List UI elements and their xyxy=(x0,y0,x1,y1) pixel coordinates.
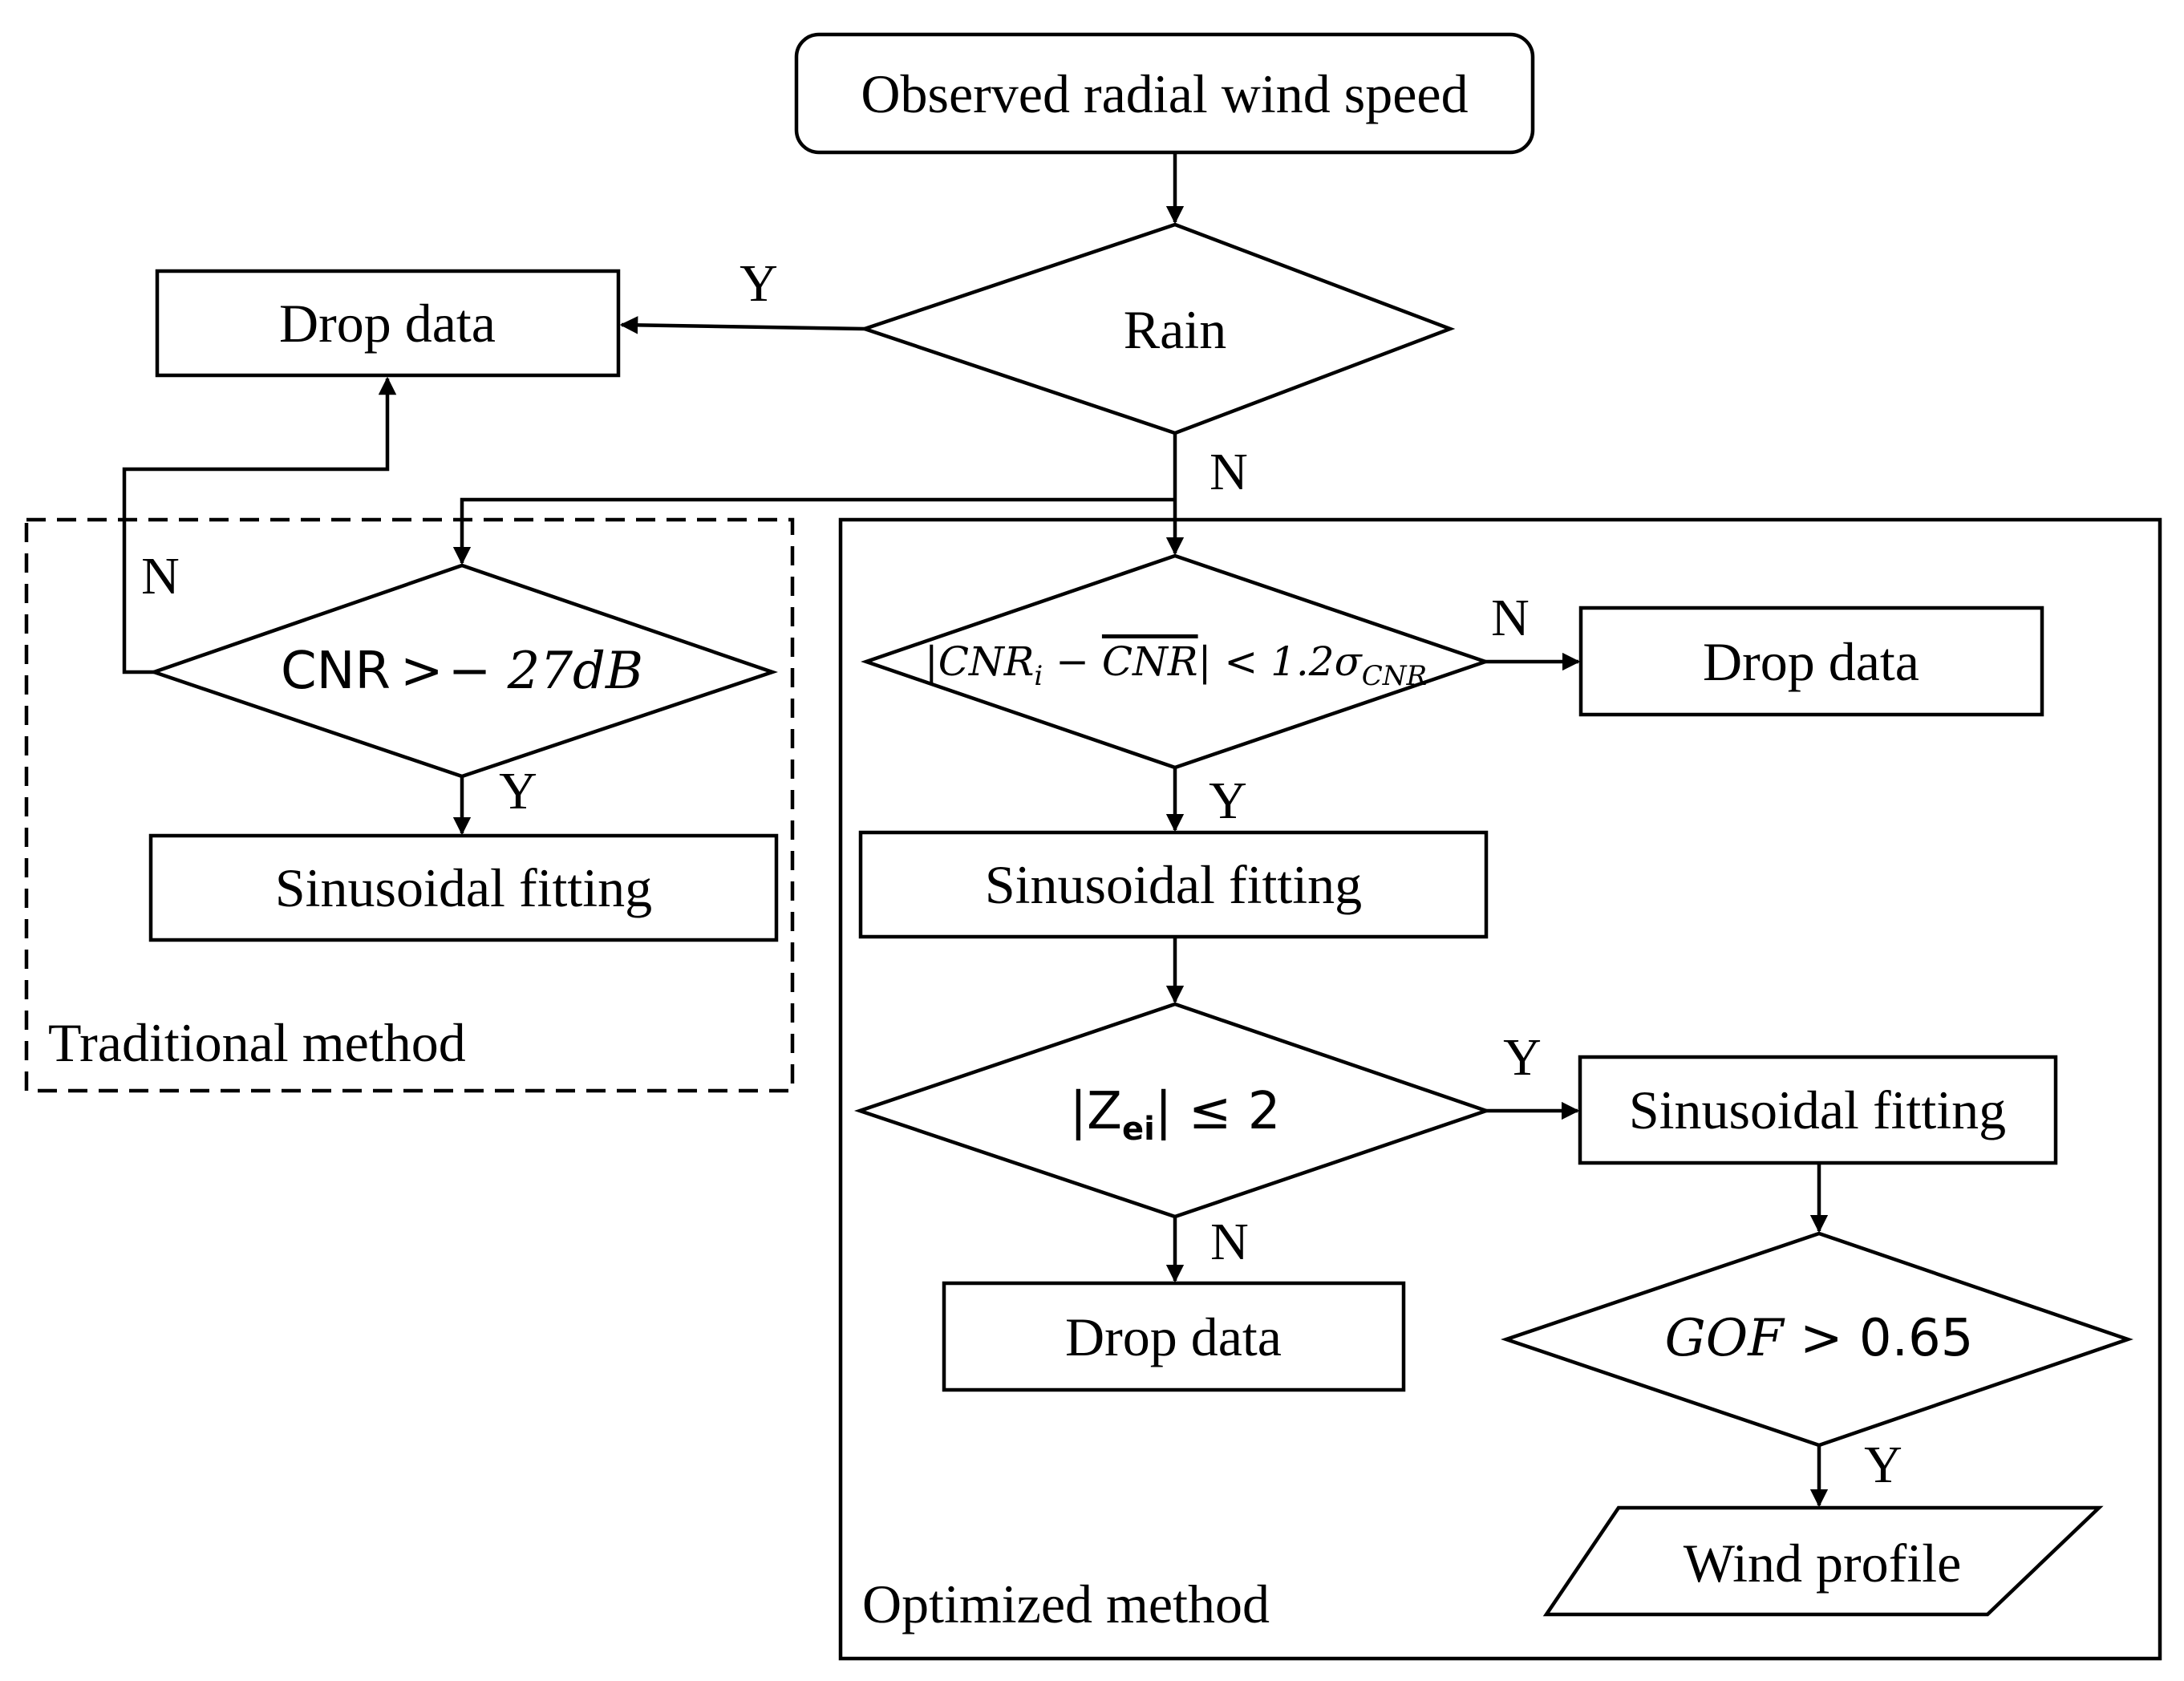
start-node xyxy=(794,32,1535,155)
wind-profile-output xyxy=(1542,1505,2104,1617)
refit-sinusoidal-fitting xyxy=(1578,1055,2058,1165)
edge-label-trad-yes: Y xyxy=(499,762,537,820)
traditional-method-frame xyxy=(24,517,795,1093)
drop-data-top-label: Drop data xyxy=(279,293,496,354)
rain-decision-label: Rain xyxy=(1124,299,1226,360)
start-node-label: Observed radial wind speed xyxy=(861,63,1468,124)
edge-label-opt1-yes: Y xyxy=(1209,772,1247,830)
drop-data-cnr-label: Drop data xyxy=(1703,631,1919,692)
wind-profile-label: Wind profile xyxy=(1684,1533,1962,1594)
optimized-method-frame xyxy=(838,517,2162,1661)
edge-label-rain-yes: Y xyxy=(739,254,778,313)
edge-label-opt2-no: N xyxy=(1210,1213,1249,1271)
edge-label-rain-no: N xyxy=(1210,443,1248,501)
optimized-sinusoidal-fitting-label: Sinusoidal fitting xyxy=(985,854,1362,915)
drop-data-top xyxy=(155,269,621,378)
edge-rain-yes-to-drop xyxy=(619,316,865,334)
cnr-threshold-label: CNR>− 27dB xyxy=(281,642,643,701)
drop-data-zscore-label: Drop data xyxy=(1065,1306,1282,1367)
refit-sinusoidal-fitting-label: Sinusoidal fitting xyxy=(1629,1079,2006,1140)
edge-label-opt1-no: N xyxy=(1491,589,1530,647)
edge-label-opt3-yes: Y xyxy=(1864,1436,1902,1494)
drop-data-cnr xyxy=(1578,606,2044,717)
traditional-sinusoidal-fitting-label: Sinusoidal fitting xyxy=(275,857,652,918)
zscore-label: |Zei| ≤ 2 xyxy=(1070,1082,1281,1148)
traditional-sinusoidal-fitting xyxy=(148,833,779,942)
edge-cnr-no-to-drop xyxy=(122,376,397,674)
edge-label-trad-no: N xyxy=(141,547,180,606)
gof-label: GOF > 0.65 xyxy=(1665,1309,1974,1368)
drop-data-zscore xyxy=(942,1281,1406,1392)
traditional-method-caption: Traditional method xyxy=(48,1012,466,1073)
edge-label-opt2-yes: Y xyxy=(1503,1028,1542,1087)
cnr-deviation-label: |CNRi − CNR| < 1.2σCNR xyxy=(925,638,1427,692)
edge-rain-no-to-traditional xyxy=(452,497,1175,565)
optimized-method-caption: Optimized method xyxy=(862,1574,1270,1634)
